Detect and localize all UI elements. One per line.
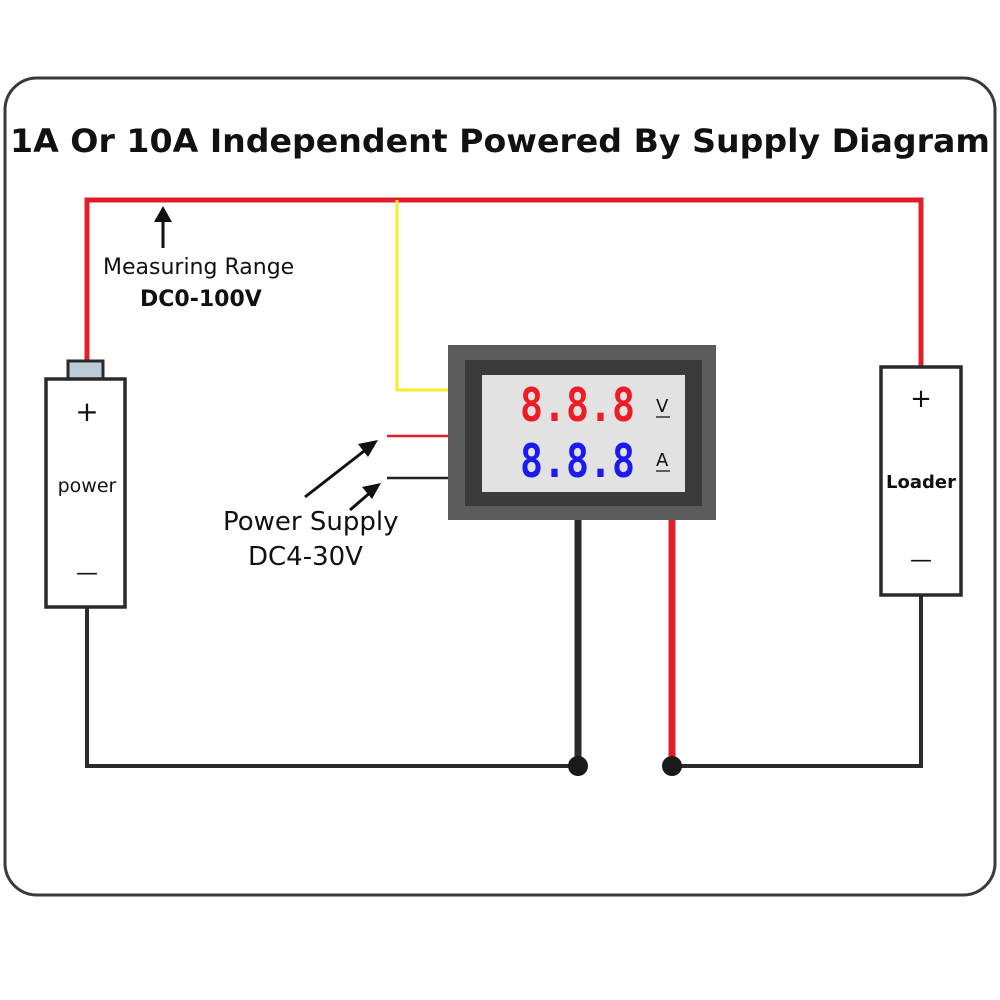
voltage-unit: V: [656, 396, 669, 417]
load-return-wire: [672, 595, 923, 768]
loader-label: Loader: [886, 472, 956, 493]
measuring-range-value: DC0-100V: [140, 287, 262, 312]
battery-minus: —: [76, 561, 98, 586]
measuring-range-label: Measuring Range: [103, 255, 294, 280]
diagram-title: 1A Or 10A Independent Powered By Supply …: [10, 122, 990, 160]
supply-arrow-icon: [304, 440, 381, 512]
power-supply-value: DC4-30V: [248, 542, 363, 572]
junction-dot: [568, 756, 588, 776]
voltage-display: 8.8.8: [520, 378, 635, 432]
meter-lcd: [482, 375, 685, 492]
battery-plus: +: [75, 395, 98, 428]
measuring-arrow-icon: [154, 206, 172, 248]
junction-dot: [662, 756, 682, 776]
loader: + Loader —: [879, 365, 963, 597]
power-supply-label: Power Supply: [223, 507, 398, 537]
negative-wire-bottom: [85, 607, 578, 768]
power-battery: + power —: [44, 359, 127, 609]
current-unit: A: [656, 450, 669, 471]
battery-label: power: [58, 475, 117, 497]
voltmeter-ammeter: 8.8.8 8.8.8 V A: [448, 345, 716, 520]
voltage-sense-wire: [395, 200, 450, 392]
loader-plus: +: [910, 384, 932, 414]
loader-minus: —: [910, 548, 932, 573]
current-display: 8.8.8: [520, 434, 635, 488]
positive-wire-top: [84, 197, 924, 367]
